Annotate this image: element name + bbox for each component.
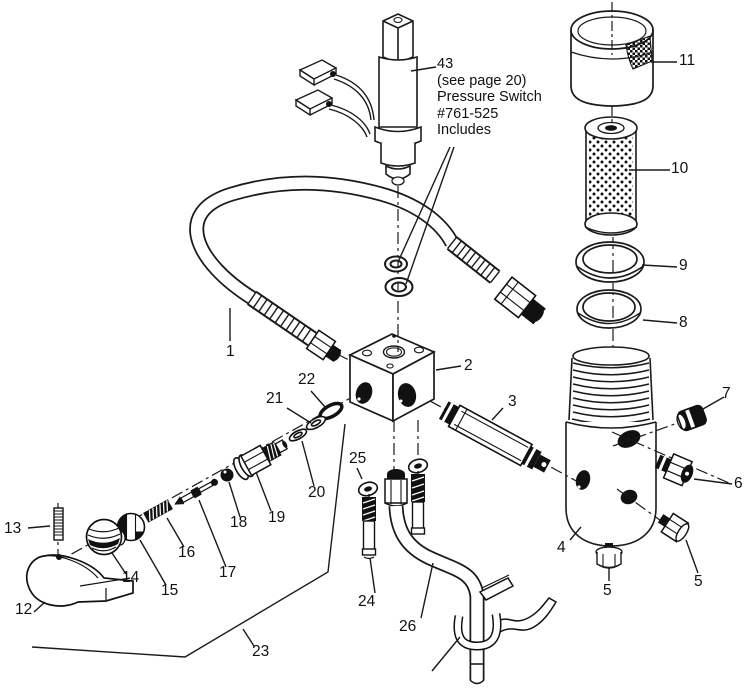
callout-includes: Includes [437, 122, 492, 138]
bolt-24-left [361, 494, 377, 560]
fitting-7 [676, 404, 707, 432]
spring-16 [143, 499, 173, 523]
part-label-15: 15 [161, 582, 179, 599]
tube-clamp [453, 574, 558, 651]
plug-5-bottom [595, 543, 623, 569]
part-label-9: 9 [679, 257, 688, 274]
part-label-2: 2 [464, 357, 473, 374]
pin-13 [53, 507, 64, 541]
part-label-21: 21 [266, 390, 284, 407]
hose-1 [189, 175, 546, 362]
part-label-12: 12 [15, 601, 33, 618]
part-label-8: 8 [679, 314, 688, 331]
ring-9 [575, 241, 645, 283]
part-label-6: 6 [734, 475, 743, 492]
part-label-4: 4 [557, 539, 566, 556]
part-label-22: 22 [298, 371, 316, 388]
cylinder-body-4 [565, 346, 657, 547]
callout-note: (see page 20) [437, 72, 527, 89]
ring-8 [576, 289, 642, 329]
callout-name: Pressure Switch [437, 89, 542, 105]
handle-12 [25, 554, 134, 607]
part-label-7: 7 [722, 385, 731, 402]
fitting-3 [438, 401, 551, 473]
washer-25-right [407, 458, 429, 474]
valve-stem-17 [174, 478, 218, 505]
part-label-24: 24 [358, 593, 376, 610]
part-label-20: 20 [308, 484, 326, 501]
part-label-11: 11 [679, 52, 696, 69]
wire-connector [294, 59, 338, 117]
suction-tube-26 [384, 469, 485, 685]
part-label-14: 14 [122, 569, 140, 586]
part-label-25: 25 [349, 450, 367, 467]
bolt-24-right [410, 471, 426, 535]
manifold-block-2 [348, 333, 436, 423]
pressure-switch-callout: 43 (see page 20) Pressure Switch #761-52… [437, 56, 542, 139]
knob-14 [85, 518, 126, 556]
pressure-switch-43 [294, 13, 422, 186]
plug-5-right [657, 512, 690, 543]
part-label-26: 26 [399, 618, 417, 635]
part-label-3: 3 [508, 393, 517, 410]
part-label-5a: 5 [603, 582, 612, 599]
washer-25-left [357, 481, 379, 497]
part-label-19: 19 [268, 509, 286, 526]
part-label-13: 13 [4, 520, 22, 537]
washer-21 [305, 415, 327, 431]
part-label-10: 10 [671, 160, 689, 177]
valve-seat-19 [232, 439, 289, 481]
callout-part-no: #761-525 [437, 105, 499, 122]
ball-18 [220, 468, 234, 482]
part-label-18: 18 [230, 514, 248, 531]
part-label-16: 16 [178, 544, 196, 561]
switch-o-rings [384, 255, 414, 297]
fitting-6 [654, 452, 694, 487]
part-label-1: 1 [226, 343, 235, 360]
part-label-17: 17 [219, 564, 237, 581]
part-label-23: 23 [252, 643, 270, 660]
part-label-5b: 5 [694, 573, 703, 590]
leader-lines [27, 61, 733, 672]
filter-10 [584, 116, 638, 236]
washer-20 [288, 428, 308, 442]
callout-part-number: 43 [437, 56, 454, 72]
